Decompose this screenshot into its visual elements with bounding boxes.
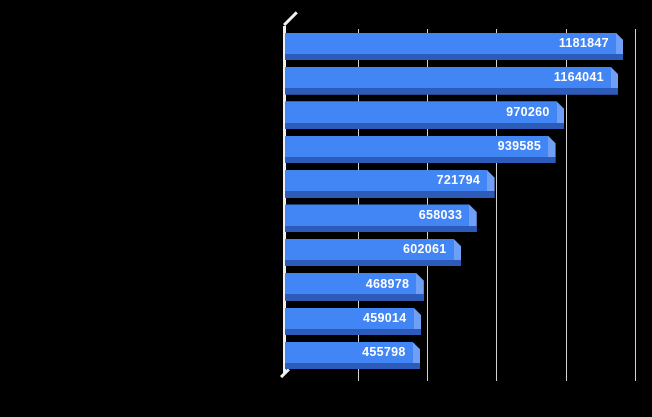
bar-value-label: 721794 bbox=[436, 173, 481, 188]
bar-depth-shadow bbox=[285, 329, 421, 335]
y-axis-wall-top-edge bbox=[283, 11, 299, 27]
gridline bbox=[565, 29, 567, 381]
bar-depth-shadow bbox=[285, 294, 424, 300]
bar-depth-shadow bbox=[285, 88, 618, 94]
bar-face: 970260 bbox=[285, 101, 557, 122]
bar-face: 721794 bbox=[285, 170, 487, 191]
bar-depth-shadow bbox=[285, 191, 495, 197]
bar-depth-shadow bbox=[285, 54, 623, 60]
bar-face: 455798 bbox=[285, 342, 413, 363]
bar-face: 939585 bbox=[285, 136, 548, 157]
bar-value-label: 602061 bbox=[403, 242, 447, 257]
bar: 1181847 bbox=[285, 33, 623, 61]
bar: 468978 bbox=[285, 273, 424, 301]
bar-value-label: 468978 bbox=[365, 276, 410, 291]
bar: 1164041 bbox=[285, 67, 618, 95]
bar-face: 602061 bbox=[285, 239, 454, 260]
bar: 939585 bbox=[285, 136, 556, 164]
bar-value-label: 939585 bbox=[497, 139, 542, 154]
bar-depth-shadow bbox=[285, 363, 420, 369]
bar: 455798 bbox=[285, 342, 420, 370]
bar-value-label: 459014 bbox=[363, 310, 407, 325]
bar-value-label: 970260 bbox=[506, 104, 550, 119]
bar-depth-shadow bbox=[285, 123, 564, 129]
bar-depth-shadow bbox=[285, 157, 556, 163]
y-axis-wall-face bbox=[283, 26, 287, 373]
bar-depth-shadow bbox=[285, 226, 477, 232]
bar: 970260 bbox=[285, 101, 564, 129]
bar-face: 1164041 bbox=[285, 67, 611, 88]
bar-face: 459014 bbox=[285, 308, 414, 329]
bar-depth-shadow bbox=[285, 260, 461, 266]
bar-face: 468978 bbox=[285, 273, 416, 294]
bar: 658033 bbox=[285, 204, 477, 232]
y-axis-wall-bottom-edge bbox=[280, 368, 290, 378]
bar-value-label: 658033 bbox=[418, 207, 463, 222]
bar: 459014 bbox=[285, 308, 421, 336]
gridline bbox=[635, 29, 636, 381]
gridline bbox=[496, 29, 498, 381]
bar-value-label: 1164041 bbox=[553, 70, 604, 85]
bar: 721794 bbox=[285, 170, 495, 198]
bar-face: 658033 bbox=[285, 204, 469, 225]
bar-value-label: 455798 bbox=[362, 345, 406, 360]
bar-value-label: 1181847 bbox=[558, 36, 609, 51]
bar-face: 1181847 bbox=[285, 33, 616, 54]
bar: 602061 bbox=[285, 239, 461, 267]
